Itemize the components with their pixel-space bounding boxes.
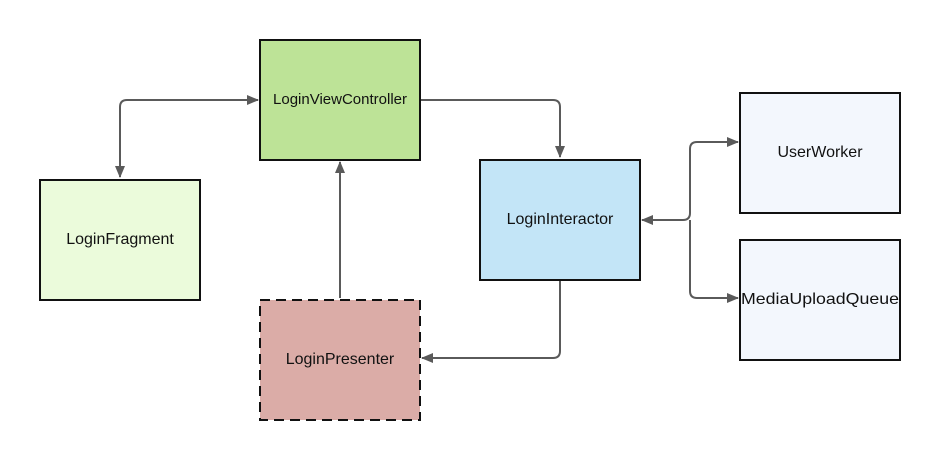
node-login-interactor[interactable]: LoginInteractor	[479, 159, 641, 281]
node-login-presenter[interactable]: LoginPresenter	[259, 299, 421, 421]
node-box	[739, 239, 901, 361]
node-label: MediaUploadQueue	[741, 291, 899, 308]
node-box	[479, 159, 641, 281]
node-label: LoginInteractor	[507, 211, 614, 228]
node-media-upload-queue[interactable]: MediaUploadQueue	[739, 239, 901, 361]
node-login-view-controller[interactable]: LoginViewController	[259, 39, 421, 161]
node-label: LoginViewController	[273, 91, 407, 108]
connector-viewcontroller-interactor	[420, 99, 565, 158]
node-box	[259, 39, 421, 161]
connector-fragment-viewcontroller	[115, 95, 259, 178]
node-box	[739, 92, 901, 214]
node-box	[39, 179, 201, 301]
node-label: UserWorker	[777, 144, 863, 161]
node-label: LoginFragment	[66, 231, 174, 248]
connector-interactor-mediauploadqueue	[689, 220, 739, 303]
connector-interactor-userworker	[641, 137, 739, 225]
connector-interactor-presenter	[421, 280, 561, 363]
node-user-worker[interactable]: UserWorker	[739, 92, 901, 214]
node-login-fragment[interactable]: LoginFragment	[39, 179, 201, 301]
node-box	[259, 299, 421, 421]
node-label: LoginPresenter	[286, 351, 395, 368]
